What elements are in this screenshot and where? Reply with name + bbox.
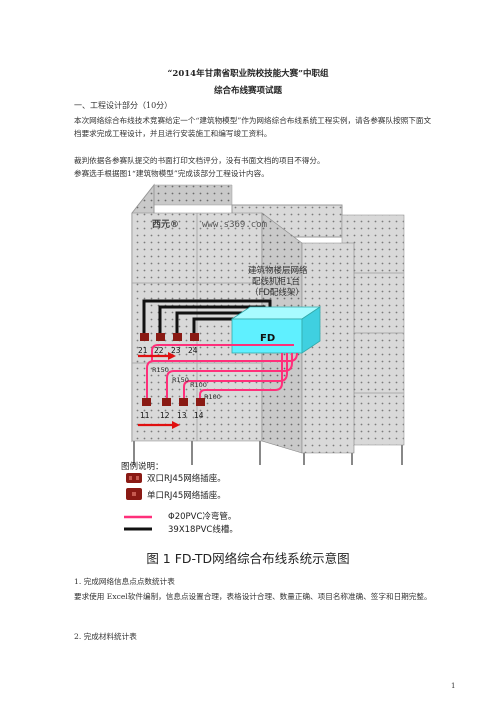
socket-23 — [173, 333, 182, 341]
cabinet-label-line3: （FD配线架） — [250, 287, 304, 298]
socket-13 — [179, 398, 188, 406]
port-24: 24 — [188, 346, 198, 355]
doc-subtitle: 综合布线赛项试题 — [213, 86, 282, 96]
bottom-sockets — [142, 398, 205, 406]
cabinet-label-line2: 配线机柜1台 — [252, 276, 300, 287]
cabinet-label-line1: 建筑物楼层网络 — [248, 265, 308, 276]
socket-14 — [196, 398, 205, 406]
pvc-pipe-icon — [124, 515, 152, 519]
port-11: 11 — [140, 411, 150, 420]
item-2-heading: 2. 完成材料统计表 — [74, 632, 137, 641]
item-1-heading: 1. 完成网络信息点点数统计表 — [74, 577, 175, 586]
watermark-brand: 西元® — [152, 219, 179, 230]
pvc-trunking-icon — [124, 527, 152, 531]
bend-label-3: R100 — [190, 381, 207, 389]
intro-paragraph: 本次网络综合布线技术竞赛给定一个“建筑物模型”作为网络综合布线系统工程实例，请各… — [74, 116, 432, 139]
dual-port-socket-icon — [126, 473, 142, 483]
socket-24 — [190, 333, 199, 341]
fd-cabinet: FD — [230, 306, 322, 354]
port-22: 22 — [154, 346, 164, 355]
legend-title: 图例说明： — [121, 462, 164, 472]
figure-caption: 图 1 FD-TD网络综合布线系统示意图 — [146, 551, 350, 566]
fd-label: FD — [260, 333, 275, 344]
port-21: 21 — [138, 346, 148, 355]
port-13: 13 — [177, 411, 187, 420]
legend-label-trunking: 39X18PVC线槽。 — [168, 525, 238, 535]
bend-label-2: R150 — [172, 376, 189, 384]
port-12: 12 — [160, 411, 170, 420]
building-model-figure: 西元® www.s369.com 建筑物楼层网络 配线机柜1台 （FD配线架） … — [131, 183, 405, 465]
bend-label-4: R100 — [204, 393, 221, 401]
page-number: 1 — [451, 682, 456, 690]
instruction-paragraph: 参赛选手根据图1“建筑物模型”完成该部分工程设计内容。 — [74, 169, 269, 178]
socket-22 — [156, 333, 165, 341]
scoring-paragraph: 裁判依据各参赛队提交的书面打印文档评分，没有书面文档的项目不得分。 — [74, 156, 325, 165]
bend-label-1: R150 — [152, 366, 169, 374]
top-sockets — [140, 333, 199, 341]
pvc-conduits — [146, 344, 298, 398]
port-14: 14 — [194, 411, 204, 420]
red-arrows — [138, 352, 180, 429]
legend-label-pipe: Φ20PVC冷弯管。 — [168, 512, 237, 522]
model-legs — [133, 441, 403, 465]
legend-label-single: 单口RJ45网络插座。 — [147, 491, 226, 501]
watermark-url: www.s369.com — [202, 220, 267, 230]
single-port-socket-icon — [126, 488, 142, 500]
port-23: 23 — [171, 346, 181, 355]
item-1-description: 要求使用 Excel软件编制，信息点设置合理，表格设计合理、数量正确、项目名称准… — [74, 592, 432, 601]
socket-11 — [142, 398, 151, 406]
socket-21 — [140, 333, 149, 341]
doc-title: “2014年甘肃省职业院校技能大赛”中职组 — [167, 69, 329, 79]
legend-label-dual: 双口RJ45网络插座。 — [147, 474, 226, 484]
section-heading: 一、工程设计部分（10分） — [74, 101, 173, 110]
socket-12 — [162, 398, 171, 406]
